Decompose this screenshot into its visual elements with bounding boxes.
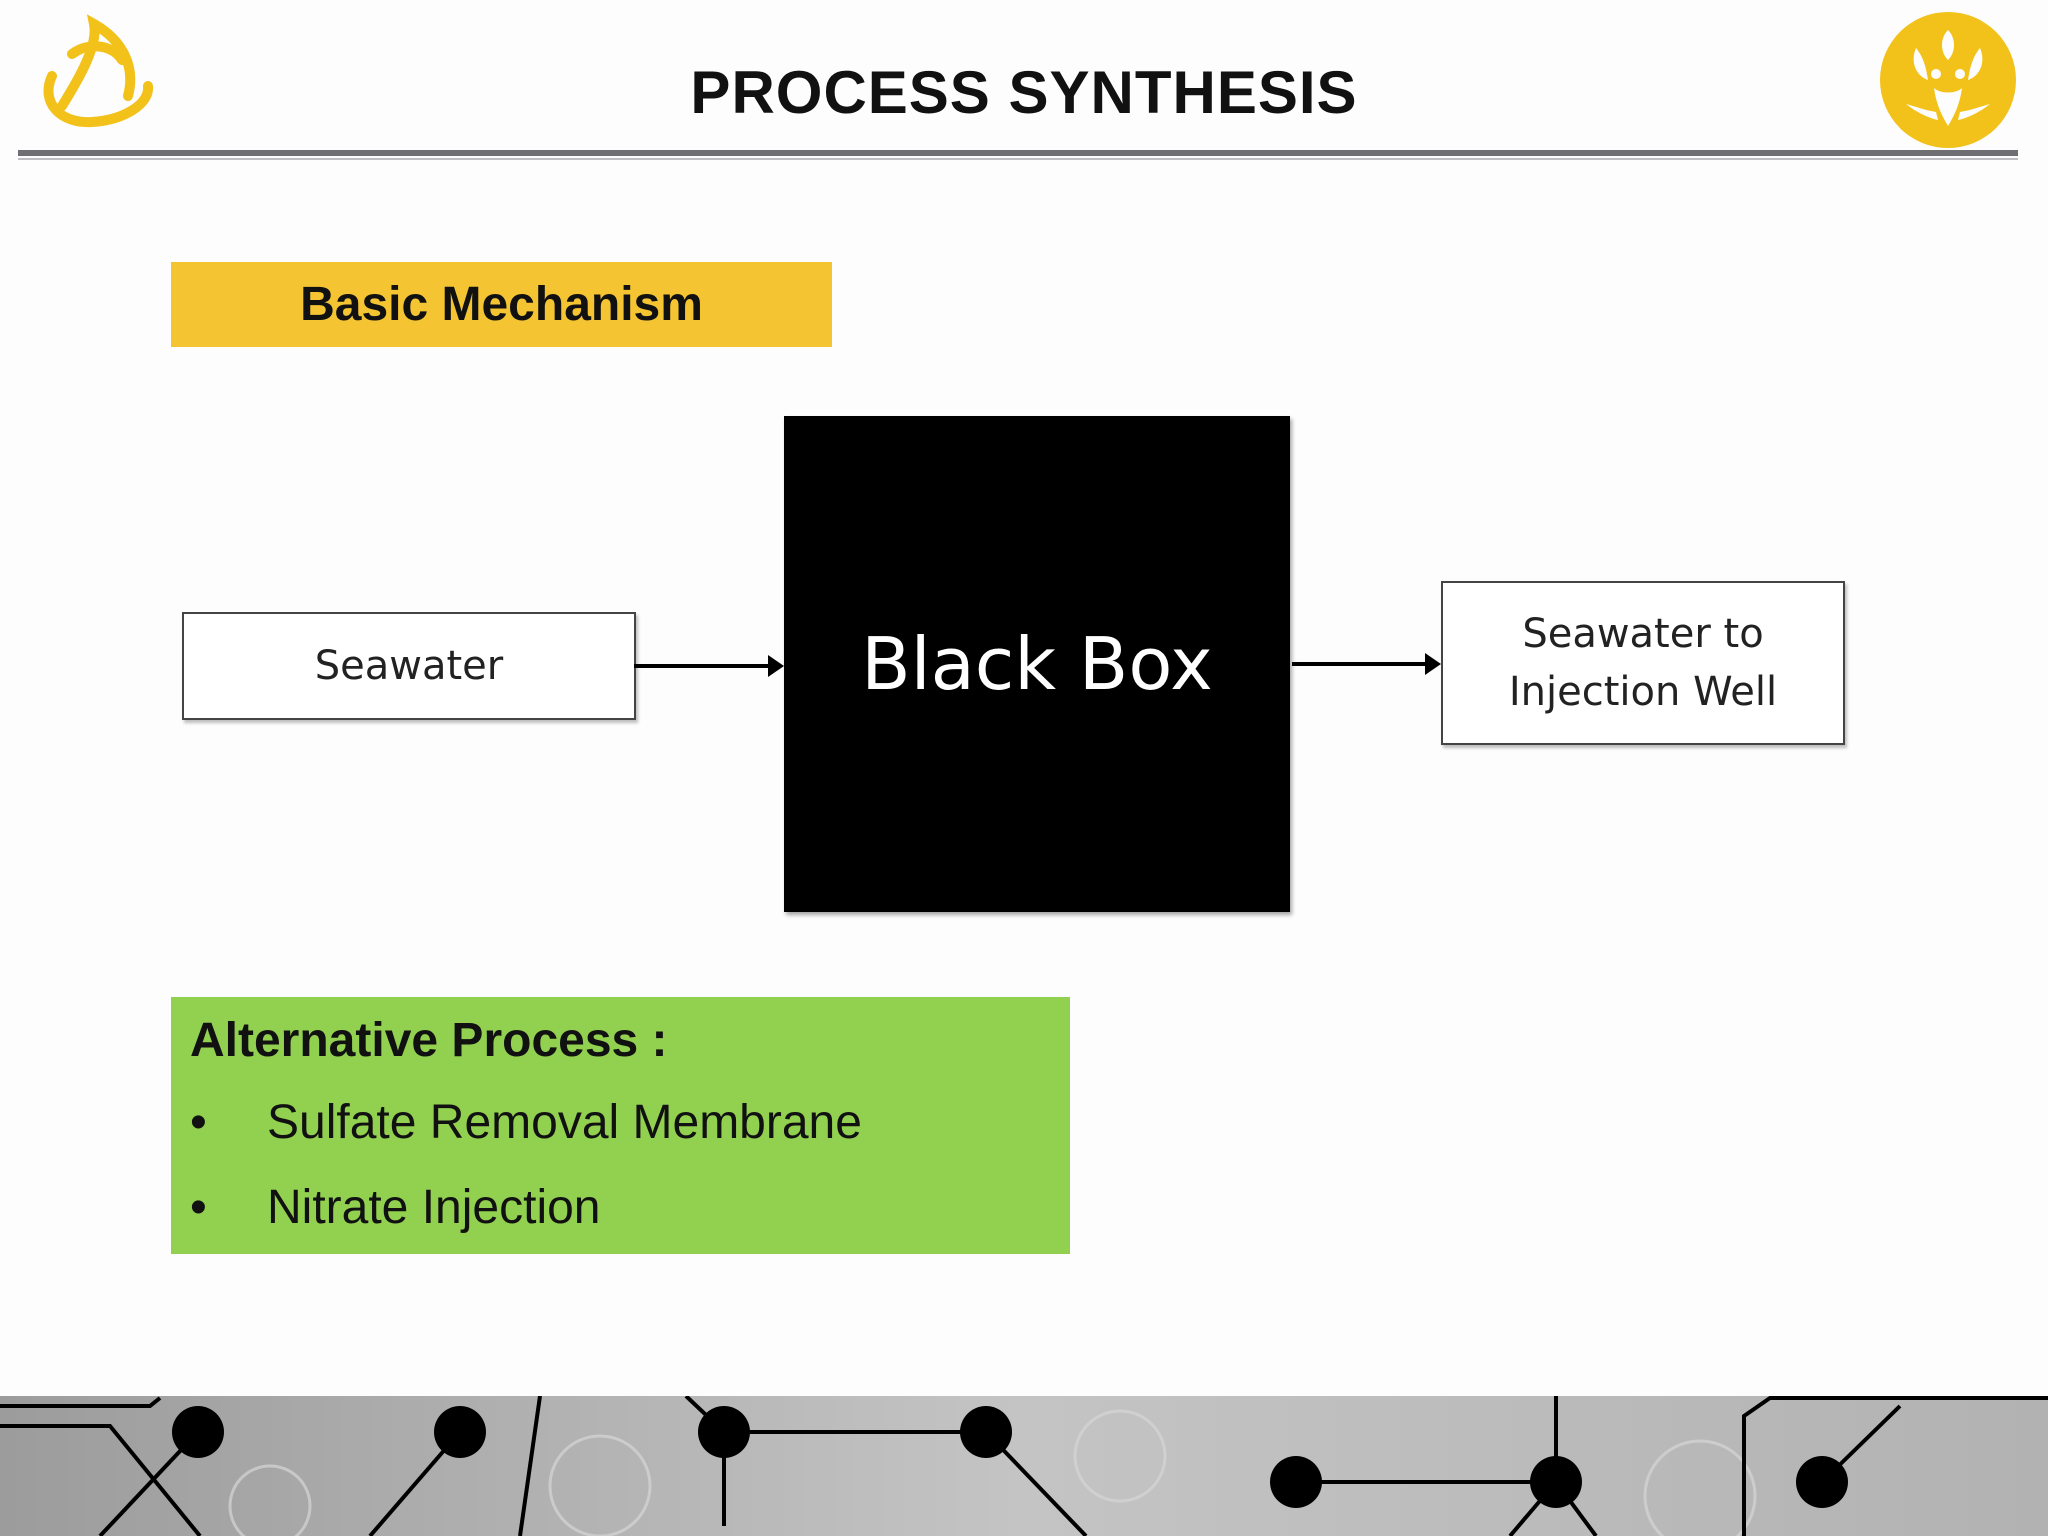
- section-label: Basic Mechanism: [171, 262, 832, 347]
- list-item: • Sulfate Removal Membrane: [190, 1093, 862, 1178]
- alternatives-list: • Sulfate Removal Membrane • Nitrate Inj…: [190, 1093, 862, 1263]
- list-item-text: Sulfate Removal Membrane: [267, 1096, 862, 1149]
- bullet-icon: •: [190, 1181, 207, 1234]
- flow-arrow-in: [634, 655, 784, 677]
- list-item: • Nitrate Injection: [190, 1178, 862, 1263]
- alternatives-title: Alternative Process :: [190, 1014, 668, 1067]
- page-title: PROCESS SYNTHESIS: [690, 59, 1358, 126]
- list-item-text: Nitrate Injection: [267, 1181, 601, 1234]
- header-divider-shadow: [18, 158, 2018, 160]
- ring-logo-icon: [43, 14, 153, 128]
- circuit-footer-decoration: [0, 1396, 2048, 1536]
- input-block: Seawater: [182, 612, 636, 720]
- process-block: Black Box: [784, 416, 1290, 912]
- process-block-label: Black Box: [861, 622, 1213, 706]
- header-divider: [18, 150, 2018, 156]
- block-diagram: Seawater Black Box Seawater to Injection…: [170, 410, 1860, 920]
- output-block-label: Seawater to Injection Well: [1508, 611, 1778, 715]
- output-block: Seawater to Injection Well: [1441, 581, 1845, 745]
- bullet-icon: •: [190, 1096, 207, 1149]
- makara-emblem-icon: [1880, 12, 2016, 148]
- flow-arrow-out: [1292, 653, 1441, 675]
- alternatives-panel: Alternative Process : • Sulfate Removal …: [171, 997, 1070, 1254]
- input-block-label: Seawater: [314, 643, 504, 689]
